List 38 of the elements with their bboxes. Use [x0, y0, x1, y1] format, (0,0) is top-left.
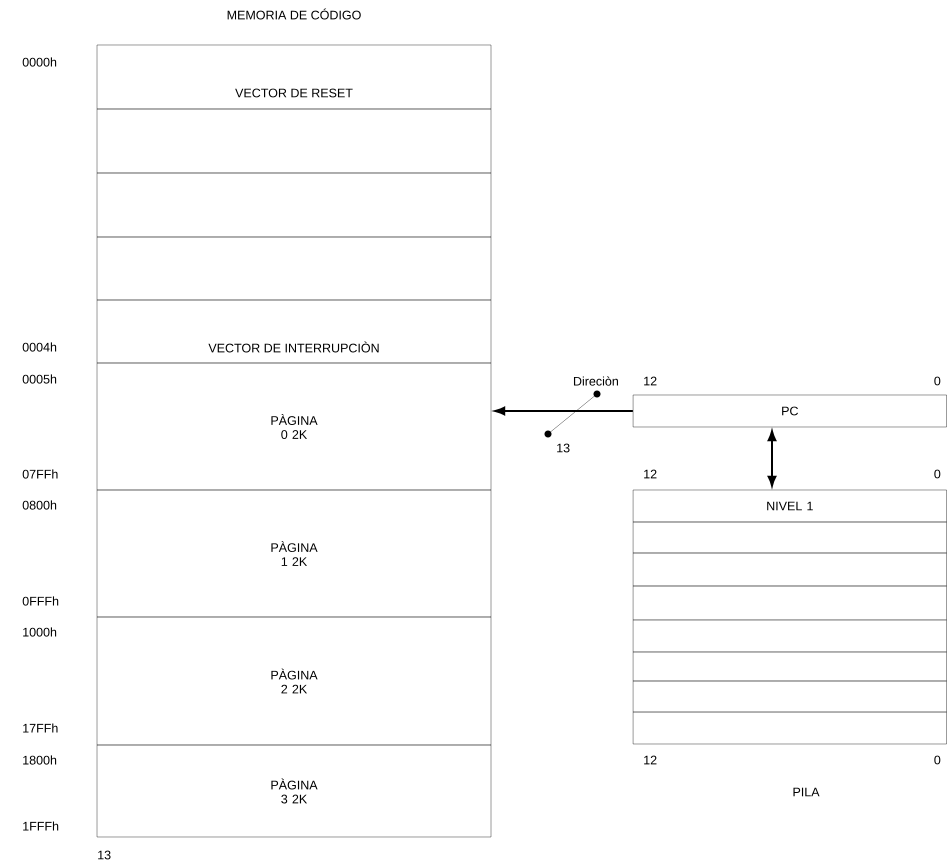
address-label: 1000h — [23, 627, 56, 637]
memory-cell: PÀGINA 0 2K — [96, 362, 492, 490]
memory-cell — [96, 236, 492, 300]
stack-row — [632, 522, 947, 554]
address-label: 1800h — [23, 755, 56, 765]
memory-cell: VECTOR DE RESET — [96, 44, 492, 110]
address-label: 13 — [557, 444, 570, 452]
address-label: 13 — [98, 850, 111, 860]
memory-cell: PÀGINA 1 2K — [96, 490, 492, 618]
address-label: 12 — [644, 756, 656, 764]
stack-row — [632, 652, 947, 682]
edge-label: Direciòn — [574, 376, 618, 386]
address-label: 0004h — [22, 342, 56, 352]
address-label: 12 — [644, 470, 656, 478]
address-label: 0005h — [22, 374, 56, 384]
stack-row — [632, 680, 947, 712]
address-label: 0 — [934, 470, 940, 478]
address-label: PILA — [793, 788, 820, 796]
address-label: 0FFFh — [22, 596, 58, 606]
address-label: 1FFFh — [23, 821, 58, 831]
address-label: 17FFh — [23, 723, 58, 733]
memory-cell: PÀGINA 2 2K — [96, 616, 492, 746]
address-label: 0000h — [22, 57, 56, 67]
address-label: 07FFh — [22, 469, 58, 479]
memory-cell: VECTOR DE INTERRUPCIÒN — [96, 300, 492, 364]
register-box: PC — [632, 394, 947, 428]
memory-cell: PÀGINA 3 2K — [96, 744, 492, 838]
title: MEMORIA DE CÓDIGO — [228, 8, 361, 20]
arrow — [494, 406, 633, 416]
address-label: 0800h — [22, 500, 56, 510]
stack-row — [632, 552, 947, 586]
stack-row — [632, 712, 947, 744]
memory-cell — [96, 172, 492, 238]
memory-cell — [96, 108, 492, 174]
address-label: 0 — [934, 756, 940, 764]
stack-row — [632, 586, 947, 620]
stack-row — [632, 620, 947, 652]
register-box: NIVEL 1 — [632, 490, 947, 522]
